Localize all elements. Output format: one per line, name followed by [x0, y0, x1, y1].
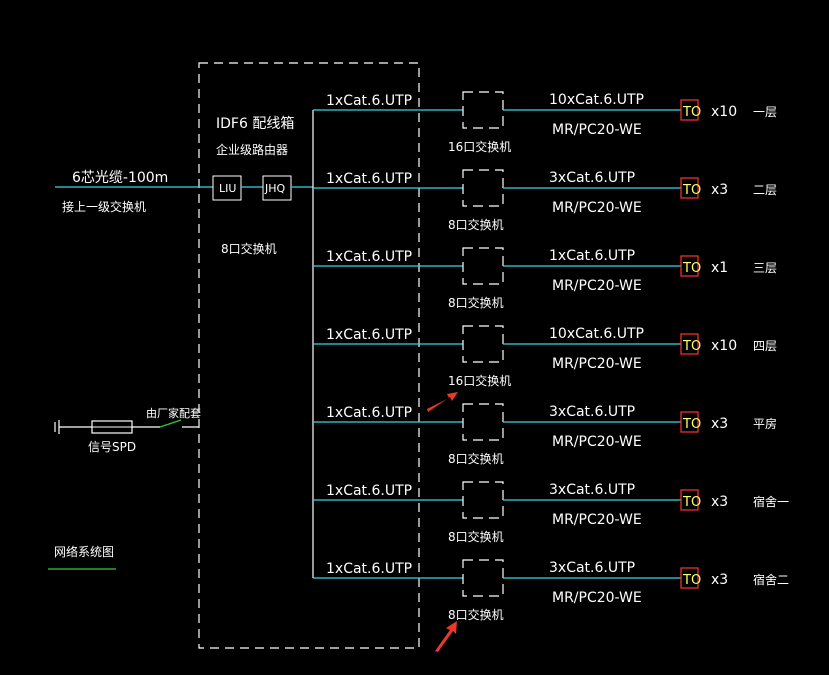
outlet-label: TO [682, 261, 701, 276]
uplink-cable-label: 1xCat.6.UTP [326, 93, 412, 109]
diagram-title: 网络系统图 [54, 544, 114, 559]
switch-label: 16口交换机 [448, 373, 511, 388]
outlet-label: TO [682, 495, 701, 510]
outlet-count: x3 [711, 494, 728, 510]
uplink-cable-label: 1xCat.6.UTP [326, 171, 412, 187]
area-label: 四层 [753, 339, 777, 353]
cabinet-switch-label: 8口交换机 [221, 241, 277, 256]
outlet-count: x3 [711, 416, 728, 432]
jhq-label: JHQ [264, 182, 286, 195]
outlet-label: TO [682, 339, 701, 354]
outlet-label: TO [682, 105, 701, 120]
horizontal-cable-label: 10xCat.6.UTP [549, 92, 644, 108]
uplink-cable-label: 1xCat.6.UTP [326, 483, 412, 499]
router-label: 企业级路由器 [216, 142, 288, 157]
uplink-cable-label: 1xCat.6.UTP [326, 405, 412, 421]
conduit-label: MR/PC20-WE [552, 278, 642, 294]
breaker-label: 由厂家配套 [146, 406, 201, 420]
outlet-box [680, 489, 699, 511]
horizontal-cable-label: 3xCat.6.UTP [549, 482, 635, 498]
outlet-box [680, 411, 699, 433]
arrow-pointer [427, 392, 458, 412]
uplink-cable-label: 1xCat.6.UTP [326, 561, 412, 577]
switch-symbol [462, 247, 504, 285]
uplink-cable-label: 1xCat.6.UTP [326, 327, 412, 343]
area-label: 宿舍二 [753, 572, 789, 587]
switch-symbol [462, 559, 504, 597]
liu-label: LIU [219, 182, 236, 195]
outlet-count: x3 [711, 572, 728, 588]
area-label: 二层 [753, 183, 777, 197]
outlet-count: x10 [711, 338, 737, 354]
outlet-box [680, 567, 699, 589]
switch-symbol [462, 325, 504, 363]
switch-label: 8口交换机 [448, 529, 504, 544]
spd-section: 信号SPD 由厂家配套 [54, 406, 201, 454]
idf-cabinet-boundary [198, 62, 420, 649]
branch-group: 1xCat.6.UTP 16口交换机 10xCat.6.UTP MR/PC20-WE T… [313, 91, 789, 622]
area-label: 宿舍一 [753, 494, 789, 509]
outlet-box [680, 99, 699, 121]
outlet-label: TO [682, 417, 701, 432]
branch-row: 1xCat.6.UTP 16口交换机 10xCat.6.UTP MR/PC20-WE T… [313, 91, 777, 154]
horizontal-cable-label: 1xCat.6.UTP [549, 248, 635, 264]
arrow-pointer [435, 621, 457, 652]
horizontal-cable-label: 3xCat.6.UTP [549, 170, 635, 186]
incoming-source-label: 接上一级交换机 [62, 199, 146, 214]
switch-symbol [462, 91, 504, 129]
branch-row: 1xCat.6.UTP 8口交换机 1xCat.6.UTP MR/PC20-WE TO x… [313, 247, 777, 310]
outlet-count: x10 [711, 104, 737, 120]
horizontal-cable-label: 3xCat.6.UTP [549, 404, 635, 420]
switch-symbol [462, 169, 504, 207]
outlet-box [680, 333, 699, 355]
annotation-arrows [427, 392, 458, 652]
switch-label: 8口交换机 [448, 217, 504, 232]
switch-label: 8口交换机 [448, 295, 504, 310]
conduit-label: MR/PC20-WE [552, 200, 642, 216]
jhq-box [262, 175, 292, 201]
spd-label: 信号SPD [88, 440, 136, 454]
switch-label: 8口交换机 [448, 451, 504, 466]
outlet-box [680, 255, 699, 277]
incoming-cable-label: 6芯光缆-100m [72, 170, 168, 186]
conduit-label: MR/PC20-WE [552, 434, 642, 450]
uplink-cable-label: 1xCat.6.UTP [326, 249, 412, 265]
branch-row: 1xCat.6.UTP 16口交换机 10xCat.6.UTP MR/PC20-WE T… [313, 325, 777, 388]
area-label: 平房 [753, 416, 777, 431]
branch-row: 1xCat.6.UTP 8口交换机 3xCat.6.UTP MR/PC20-WE TO x… [313, 481, 789, 544]
breaker-symbol [159, 419, 182, 428]
area-label: 三层 [753, 261, 777, 275]
branch-row: 1xCat.6.UTP 8口交换机 3xCat.6.UTP MR/PC20-WE TO x… [313, 169, 777, 232]
outlet-label: TO [682, 573, 701, 588]
horizontal-cable-label: 10xCat.6.UTP [549, 326, 644, 342]
cabinet-name: IDF6 配线箱 [216, 116, 294, 132]
branch-row: 1xCat.6.UTP 8口交换机 3xCat.6.UTP MR/PC20-WE TO x… [313, 403, 777, 466]
conduit-label: MR/PC20-WE [552, 122, 642, 138]
area-label: 一层 [753, 105, 777, 119]
switch-label: 8口交换机 [448, 607, 504, 622]
conduit-label: MR/PC20-WE [552, 590, 642, 606]
outlet-label: TO [682, 183, 701, 198]
outlet-box [680, 177, 699, 199]
conduit-label: MR/PC20-WE [552, 512, 642, 528]
conduit-label: MR/PC20-WE [552, 356, 642, 372]
horizontal-cable-label: 3xCat.6.UTP [549, 560, 635, 576]
outlet-count: x1 [711, 260, 728, 276]
outlet-count: x3 [711, 182, 728, 198]
liu-box [212, 175, 242, 201]
switch-symbol [462, 481, 504, 519]
switch-symbol [462, 403, 504, 441]
branch-row: 1xCat.6.UTP 8口交换机 3xCat.6.UTP MR/PC20-WE TO x… [313, 559, 789, 622]
switch-label: 16口交换机 [448, 139, 511, 154]
